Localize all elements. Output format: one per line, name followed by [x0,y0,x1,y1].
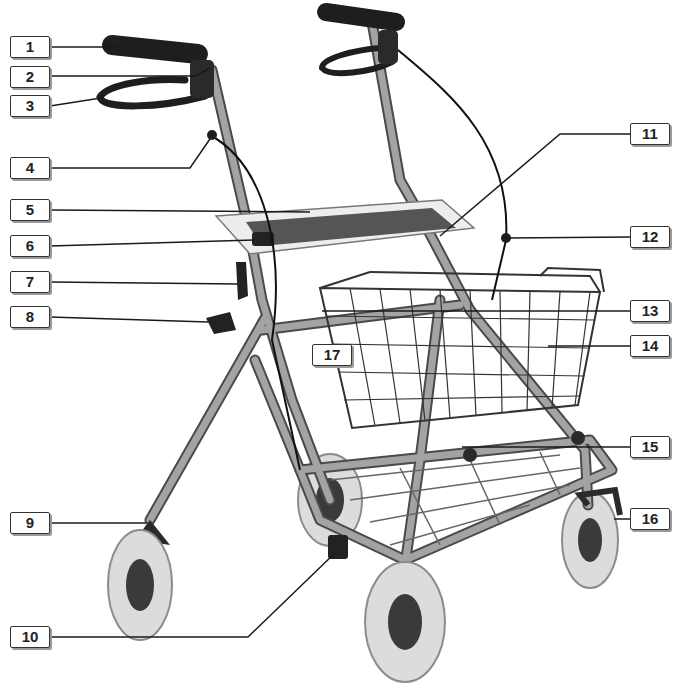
leader-line [548,345,630,347]
frame-tube [300,440,612,560]
adjust-knob [206,312,236,334]
basket [320,272,600,428]
callout-number: 10 [10,626,50,648]
cap [463,448,477,462]
brake-housing [328,535,348,559]
frame-tube [300,440,612,560]
wire [470,290,476,416]
seat [216,200,474,254]
frame-tube [405,300,440,565]
brake-blocks [190,30,398,98]
callout-number: 9 [10,512,50,534]
hub [578,518,602,562]
wire [326,316,594,320]
front-wheels [108,490,620,682]
handles [100,12,396,106]
hand-grip [326,12,396,22]
callout-number: 1 [10,36,50,58]
wire [540,452,560,495]
leader-line [440,134,630,236]
brake-block [190,60,214,98]
hand-grip [112,45,198,54]
seat-panel [246,208,456,246]
fold-lever [236,262,248,300]
brake-lever [100,80,205,106]
callout-number: 2 [10,66,50,88]
seat-tray [216,200,474,254]
wire [380,289,400,423]
callout-number: 17 [312,344,352,366]
tray-wires [330,452,580,545]
wire [390,505,530,545]
leader-line [322,310,630,312]
wire [552,292,560,408]
leader-line [614,518,630,520]
callout-number: 13 [630,300,670,322]
leader-line [50,552,336,637]
callout-number: 5 [10,199,50,221]
leader-line [50,68,210,76]
brake-cables [210,50,506,470]
callout-number: 16 [630,508,670,530]
wire [400,468,440,545]
wire [338,372,584,376]
leader-line [50,46,118,48]
leader-line [50,210,310,212]
frame-tube [405,300,440,565]
callout-number: 11 [630,123,670,145]
callout-number: 3 [10,95,50,117]
basket-grid [326,288,594,426]
callout-number: 4 [10,157,50,179]
frame-tube [150,318,265,520]
frame-tube [150,318,265,520]
cap [571,431,585,445]
leader-line [50,522,146,524]
wire [527,291,530,411]
wire [350,288,375,426]
levers [206,232,348,559]
caster-fork [580,490,620,515]
wire [470,460,500,525]
hub [388,594,422,650]
frame-outline [150,22,612,565]
basket-rim [320,272,370,288]
leader-line [50,317,208,322]
leader-line [50,136,212,168]
frame-tube [255,360,300,470]
leader-line [50,240,254,246]
wire [370,485,570,522]
wire [350,468,580,500]
leader-lines [50,47,630,637]
basket-rim [320,288,600,428]
callout-number: 8 [10,306,50,328]
tyre [108,530,172,640]
cable-ends [207,130,511,243]
cable-stop [207,130,217,140]
leader-line [506,237,630,238]
frame-tube [212,70,330,500]
wheel [298,454,618,588]
tyre [365,562,445,682]
leader-line [50,98,101,106]
leader-line [462,446,630,448]
frame-fill [150,22,612,565]
brake-cable [210,135,300,470]
wire [410,289,425,421]
brake-block [378,30,398,64]
callout-number: 15 [630,436,670,458]
callout-number: 12 [630,226,670,248]
hub [126,559,154,611]
wire [500,291,502,413]
basket-handle [540,268,604,292]
brake-cable [398,50,506,300]
callout-number: 14 [630,335,670,357]
basket-rim [370,272,600,292]
wire [344,396,580,400]
frame-tube [212,70,330,500]
callout-number: 7 [10,271,50,293]
leader-line [50,282,238,284]
callout-number: 6 [10,235,50,257]
